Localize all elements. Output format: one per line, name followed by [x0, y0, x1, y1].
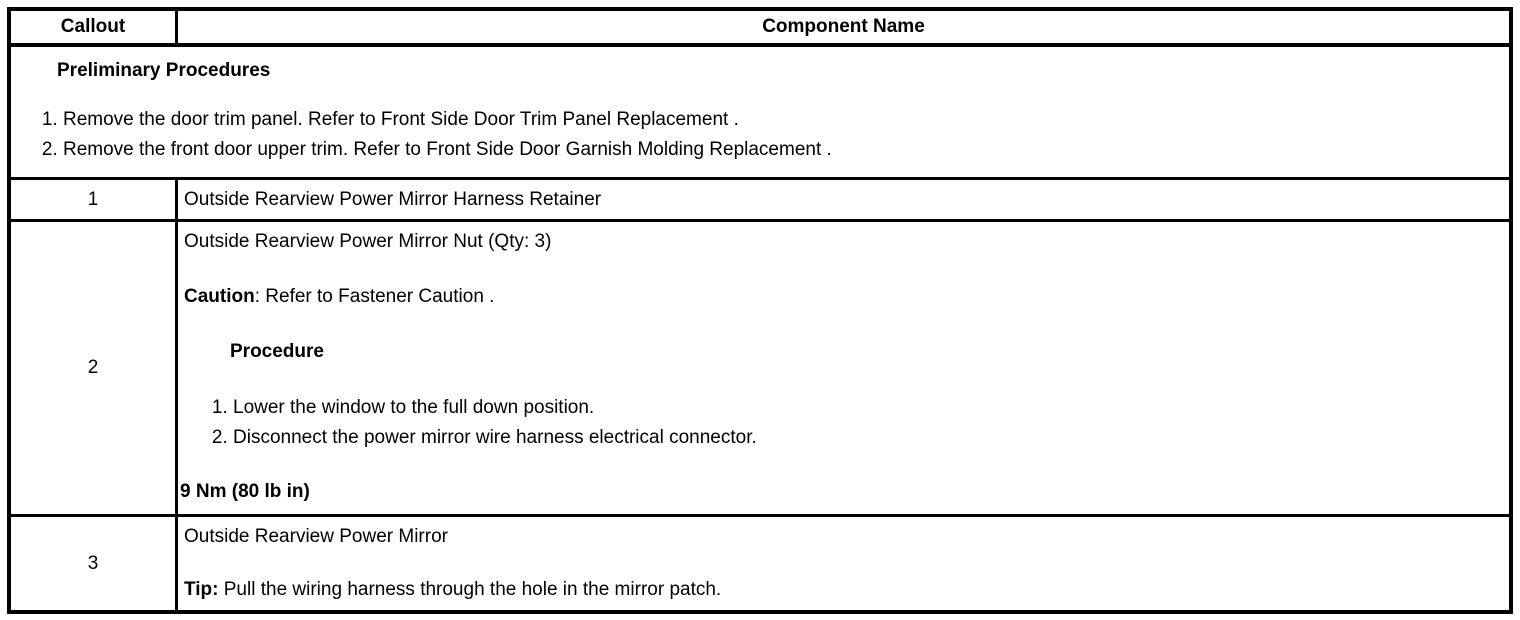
caution-text: : Refer to Fastener Caution . — [254, 286, 495, 307]
component-name-header: Component Name — [762, 16, 925, 37]
callout-component-table: Callout Component Name Preliminary Proce… — [7, 7, 1513, 614]
component-cell: Outside Rearview Power Mirror Tip: Pull … — [178, 517, 1509, 610]
table-row-callout-2: 2 Outside Rearview Power Mirror Nut (Qty… — [11, 222, 1509, 517]
table-row-callout-1: 1 Outside Rearview Power Mirror Harness … — [11, 180, 1509, 222]
tip-label: Tip: — [184, 579, 219, 600]
procedure-steps-list: Lower the window to the full down positi… — [184, 393, 1501, 453]
procedure-title: Procedure — [230, 341, 324, 362]
component-name: Outside Rearview Power Mirror Nut (Qty: … — [184, 231, 552, 252]
component-cell: Outside Rearview Power Mirror Nut (Qty: … — [178, 222, 1509, 514]
preliminary-step: Remove the front door upper trim. Refer … — [63, 135, 1509, 165]
tip-note: Tip: Pull the wiring harness through the… — [184, 576, 1501, 604]
caution-note: Caution: Refer to Fastener Caution . — [184, 283, 1501, 311]
preliminary-procedures-title: Preliminary Procedures — [57, 60, 271, 81]
component-name: Outside Rearview Power Mirror Harness Re… — [184, 188, 602, 210]
procedure-step: Lower the window to the full down positi… — [233, 393, 1501, 423]
component-name: Outside Rearview Power Mirror — [184, 526, 448, 547]
table-row-callout-3: 3 Outside Rearview Power Mirror Tip: Pul… — [11, 517, 1509, 610]
torque-spec: 9 Nm (80 lb in) — [180, 481, 310, 502]
callout-number: 1 — [11, 180, 178, 219]
procedure-step: Disconnect the power mirror wire harness… — [233, 423, 1501, 453]
table-header-row: Callout Component Name — [11, 11, 1509, 47]
callout-number: 2 — [11, 222, 178, 514]
preliminary-steps-list: Remove the door trim panel. Refer to Fro… — [11, 105, 1509, 165]
callout-number: 3 — [11, 517, 178, 610]
preliminary-procedures-section: Preliminary Procedures Remove the door t… — [11, 47, 1509, 180]
tip-text: Pull the wiring harness through the hole… — [218, 579, 722, 600]
preliminary-step: Remove the door trim panel. Refer to Fro… — [63, 105, 1509, 135]
callout-header: Callout — [11, 11, 178, 43]
caution-label: Caution — [184, 286, 255, 307]
